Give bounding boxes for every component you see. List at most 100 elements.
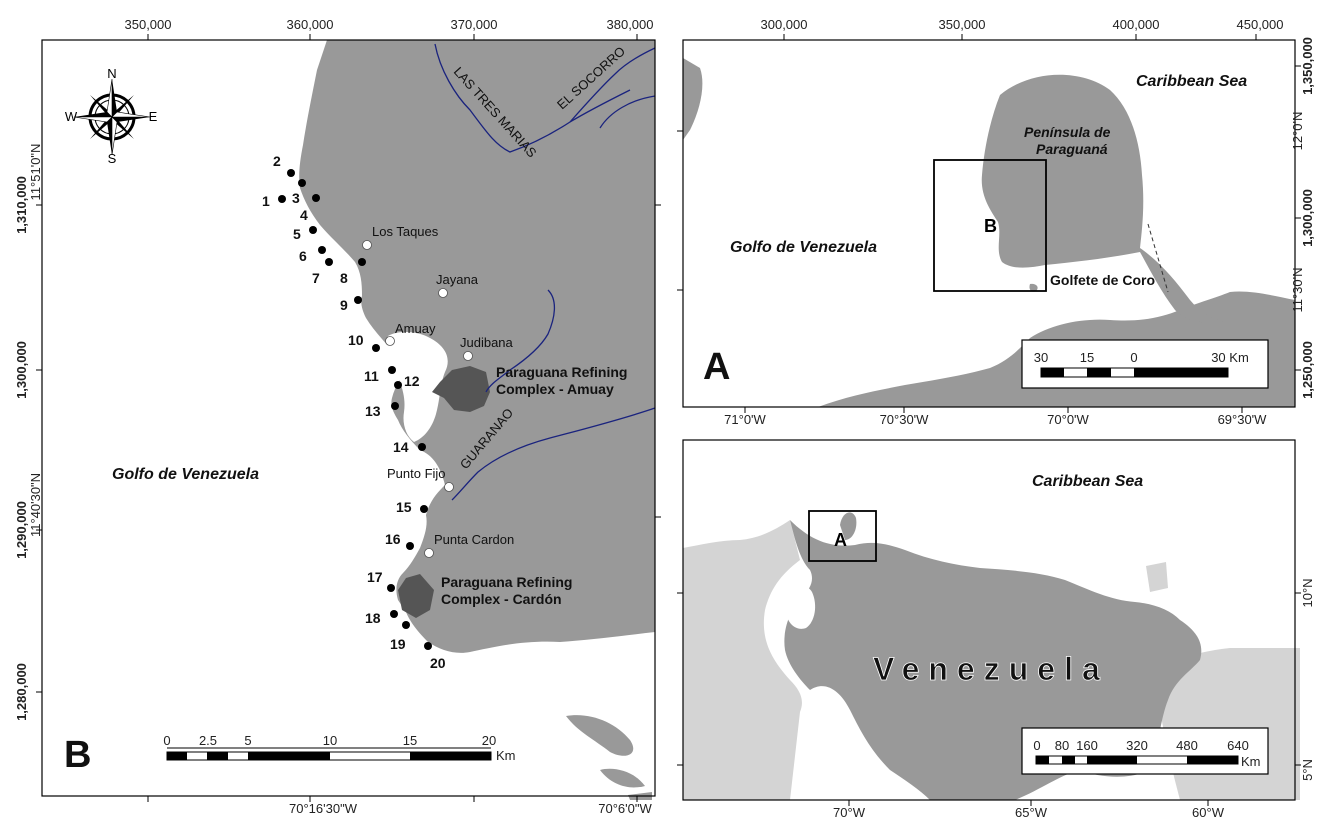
gulf-label: Golfo de Venezuela [730,239,877,256]
station-label: 2 [273,153,281,169]
station-label: 13 [365,403,381,419]
neighbor-country-west [683,520,802,800]
inset-box-b [933,159,1047,292]
panel-a-islet [1029,283,1038,292]
bottom-lon-label: 70°30'W [880,412,930,427]
refinery-amuay-label: Paraguana Refining [496,364,627,380]
scale-unit: Km [496,748,516,763]
scale-box-c [1021,727,1269,775]
right-tick: 1,350,000 [1300,37,1315,95]
lat-label: 12°0'N [1290,112,1305,151]
panel-a-letter: A [703,346,730,388]
scale-box-a [1021,339,1269,389]
station-label: 4 [300,207,308,223]
refinery-amuay-label: Complex - Amuay [496,381,614,397]
top-tick: 300,000 [761,17,808,32]
top-tick: 450,000 [1237,17,1284,32]
station-label: 19 [390,636,406,652]
bottom-lon-label: 70°W [833,805,866,820]
golfete-label: Golfete de Coro [1050,272,1155,288]
river-guaranao [485,289,556,393]
station-label: 9 [340,297,348,313]
refinery-cardon-label: Complex - Cardón [441,591,562,607]
gulf-label: Golfo de Venezuela [112,466,259,483]
panel-a: B 300,000 350,000 400,000 450,000 1,350,… [677,17,1315,427]
scale-tick: 320 [1126,738,1148,753]
panel-c: A 70°W 65°W 60°W 10°N 5°N Caribbean Sea … [677,439,1315,820]
station-label: 8 [340,270,348,286]
scale-tick: 10 [323,733,337,748]
island [600,768,645,788]
right-tick: 1,300,000 [1300,189,1315,247]
scale-tick: 2.5 [199,733,217,748]
refinery-cardon-area [398,574,434,618]
river-las-tres-marias [434,43,631,153]
scale-tick: 640 [1227,738,1249,753]
station-label: 15 [396,499,412,515]
station-label: 16 [385,531,401,547]
station-label: 11 [364,368,379,384]
compass-e: E [149,109,158,124]
inset-label-a: A [834,530,847,550]
left-tick: 1,310,000 [14,176,29,234]
right-lat-label: 5°N [1300,759,1315,781]
lat-label: 11°51'0"N [28,144,43,201]
top-tick: 350,000 [939,17,986,32]
scale-bar-a [1040,367,1229,378]
right-lat-label: 10°N [1300,578,1315,607]
sea-label: Caribbean Sea [1136,73,1247,90]
scale-unit: Km [1241,754,1261,769]
scale-tick: 5 [244,733,251,748]
top-tick: 380,000 [607,17,654,32]
station-label: 18 [365,610,381,626]
station-markers [278,169,432,650]
station-label: 14 [393,439,409,455]
river-guaranao-lower [451,407,656,501]
station-label: 1 [262,193,270,209]
bottom-lon-label: 65°W [1015,805,1048,820]
town-label: Los Taques [372,224,439,239]
station-label: 12 [404,373,420,389]
station-label: 3 [292,190,300,206]
scale-tick: 160 [1076,738,1098,753]
scale-tick: 20 [482,733,496,748]
left-tick: 1,300,000 [14,341,29,399]
scale-tick: 80 [1055,738,1069,753]
left-tick: 1,290,000 [14,501,29,559]
right-tick: 1,250,000 [1300,341,1315,399]
top-tick: 360,000 [287,17,334,32]
river-el-socorro [599,95,656,129]
station-label: 7 [312,270,320,286]
town-label: Punta Cardon [434,532,514,547]
bottom-lon-label: 71°0'W [724,412,766,427]
lake-maracaibo [784,586,816,629]
town-markers [362,240,473,558]
paraguana-land-west [299,40,655,653]
bottom-lon-label: 69°30'W [1218,412,1268,427]
compass-s: S [108,151,117,166]
scale-tick: 30 [1034,350,1048,365]
left-tick: 1,280,000 [14,663,29,721]
panel-b: 350,000 360,000 370,000 380,000 1,310,00… [14,17,661,816]
town-label: Jayana [436,272,479,287]
compass-w: W [65,109,78,124]
island [566,715,634,756]
amuay-bay [386,332,448,442]
town-label: Amuay [395,321,436,336]
compass-n: N [107,66,116,81]
compass-rose-icon [73,78,151,156]
town-label: Judibana [460,335,514,350]
punto-fijo-bay [420,450,445,486]
sea-label: Caribbean Sea [1032,473,1143,490]
scale-tick: 15 [1080,350,1094,365]
station-label: 6 [299,248,307,264]
panel-b-letter: B [64,734,91,776]
scale-bar-b [166,747,492,761]
panel-a-coast-left [683,58,703,140]
station-label: 20 [430,655,446,671]
panel-a-peninsula [981,74,1225,323]
peninsula-label: Paraguaná [1036,141,1108,157]
scale-tick: 30 Km [1211,350,1249,365]
refinery-amuay-area [432,366,490,412]
